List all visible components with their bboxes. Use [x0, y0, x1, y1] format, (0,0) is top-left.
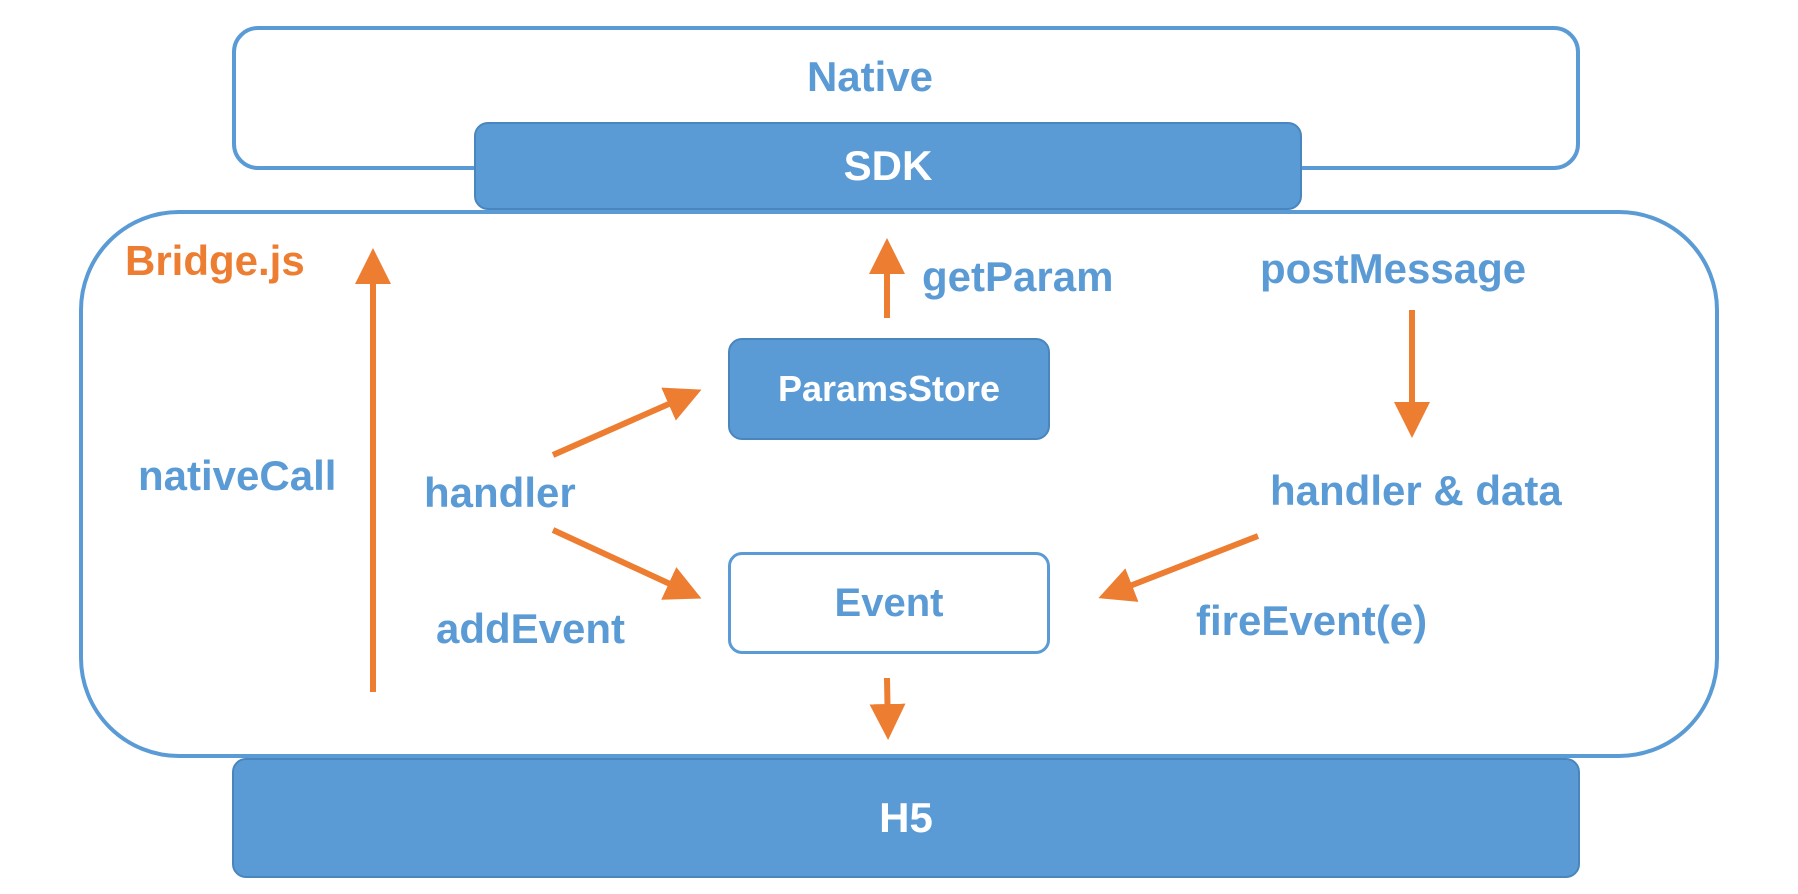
- native-call-label: nativeCall: [138, 452, 337, 499]
- h5-bar: H5: [232, 758, 1580, 878]
- handler-to-params-arrow: [551, 387, 702, 458]
- handler-label: handler: [424, 469, 576, 516]
- params-store-node: ParamsStore: [728, 338, 1050, 440]
- fire-event-label: fireEvent(e): [1196, 597, 1428, 644]
- add-event-arrow: [551, 527, 702, 600]
- event-node: Event: [728, 552, 1050, 654]
- params-store-label: ParamsStore: [777, 368, 1001, 409]
- native-label: Native: [806, 53, 934, 100]
- sdk-label: SDK: [843, 142, 933, 189]
- post-message-label: postMessage: [1260, 245, 1527, 292]
- h5-label: H5: [879, 794, 933, 841]
- bridge-container: [79, 210, 1719, 758]
- handler-data-label: handler & data: [1270, 467, 1562, 514]
- get-param-label: getParam: [922, 253, 1114, 300]
- event-label: Event: [834, 580, 944, 625]
- event-to-h5-arrow: [869, 677, 906, 740]
- bridge-label: Bridge.js: [125, 237, 305, 284]
- add-event-label: addEvent: [436, 605, 626, 652]
- sdk-bar: SDK: [474, 122, 1302, 210]
- fire-event-arrow: [1098, 533, 1260, 602]
